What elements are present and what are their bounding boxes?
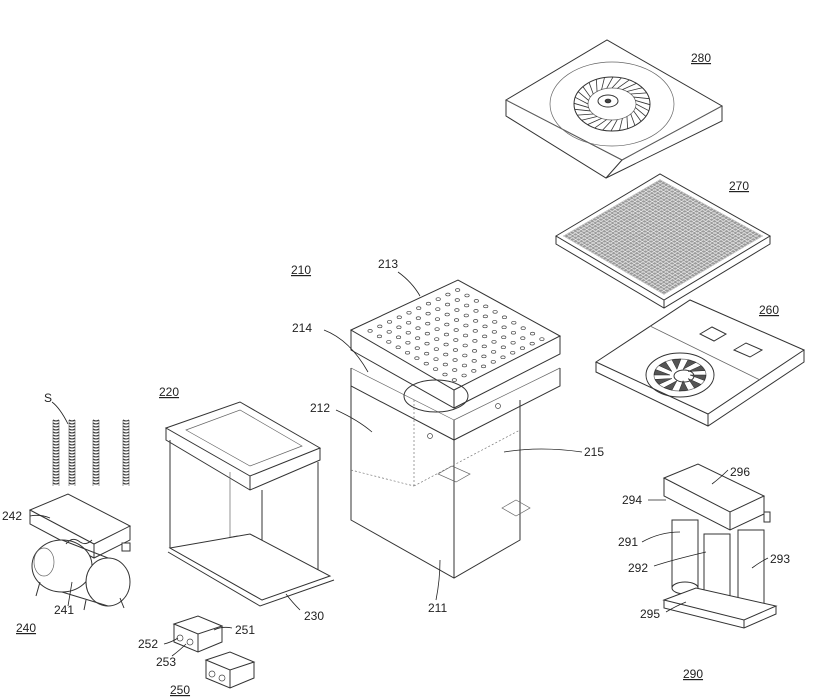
fan-vanes: [653, 358, 707, 392]
label-252: 252: [138, 637, 158, 651]
label-260: 260: [759, 303, 779, 317]
label-295: 295: [640, 607, 660, 621]
impeller-blades: [573, 76, 651, 132]
filter-270: [555, 173, 771, 309]
label-253: 253: [156, 655, 176, 669]
filter-mesh: [563, 179, 763, 295]
label-270: 270: [729, 179, 749, 193]
leader-lines: [29, 271, 769, 657]
label-213: 213: [378, 257, 398, 271]
label-210: 210: [291, 263, 311, 277]
label-230: 230: [304, 609, 324, 623]
springs-S: [52, 419, 130, 486]
label-292: 292: [628, 561, 648, 575]
label-250: 250: [170, 683, 190, 697]
label-242: 242: [2, 509, 22, 523]
label-251: 251: [235, 623, 255, 637]
base-plate-230: [167, 533, 335, 607]
label-294: 294: [622, 493, 642, 507]
label-S: S: [44, 391, 52, 405]
fan-housing-280: [504, 39, 724, 179]
cartridge-assembly-290: [662, 463, 778, 629]
label-241: 241: [54, 603, 74, 617]
label-290: 290: [683, 667, 703, 681]
label-220: 220: [159, 385, 179, 399]
reference-numerals: 280 270 260 210 213 214 212 215 211 220 …: [2, 51, 790, 697]
label-280: 280: [691, 51, 711, 65]
label-212: 212: [310, 401, 330, 415]
label-211: 211: [428, 601, 447, 615]
label-240: 240: [16, 621, 36, 635]
label-215: 215: [584, 445, 604, 459]
connector-blocks-250: [172, 615, 256, 689]
label-214: 214: [292, 321, 312, 335]
cabinet-210: [349, 279, 562, 579]
perforation-holes: [367, 288, 545, 382]
label-296: 296: [730, 465, 750, 479]
fan-plate-260: [594, 299, 806, 427]
label-291: 291: [618, 535, 638, 549]
compressor-240: [28, 493, 132, 611]
label-293: 293: [770, 552, 790, 566]
